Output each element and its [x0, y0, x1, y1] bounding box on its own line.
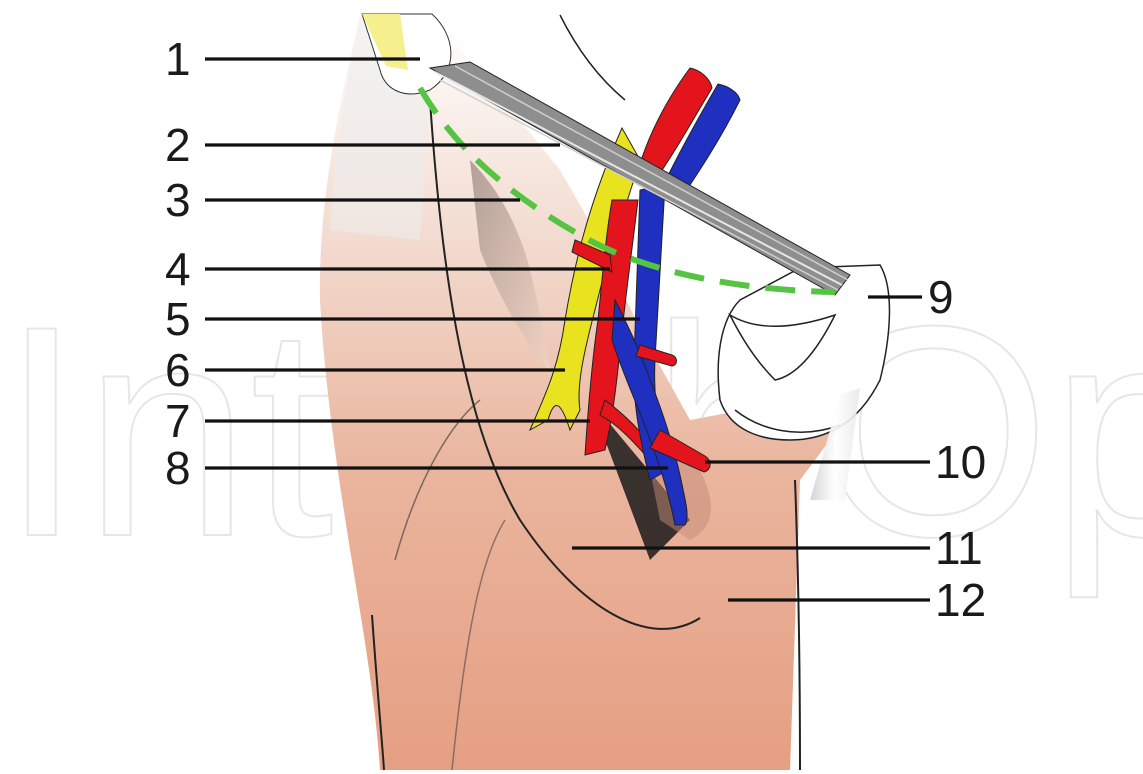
label-6: 6 — [165, 344, 191, 396]
label-11: 11 — [935, 522, 983, 574]
label-4: 4 — [165, 243, 191, 295]
label-12: 12 — [935, 574, 986, 626]
label-1: 1 — [165, 33, 191, 85]
muscle-curve — [560, 15, 625, 100]
label-2: 2 — [165, 119, 191, 171]
label-5: 5 — [165, 293, 191, 345]
label-8: 8 — [165, 442, 191, 494]
label-9: 9 — [928, 271, 954, 323]
label-3: 3 — [165, 174, 191, 226]
label-10: 10 — [935, 436, 986, 488]
label-7: 7 — [165, 395, 191, 447]
